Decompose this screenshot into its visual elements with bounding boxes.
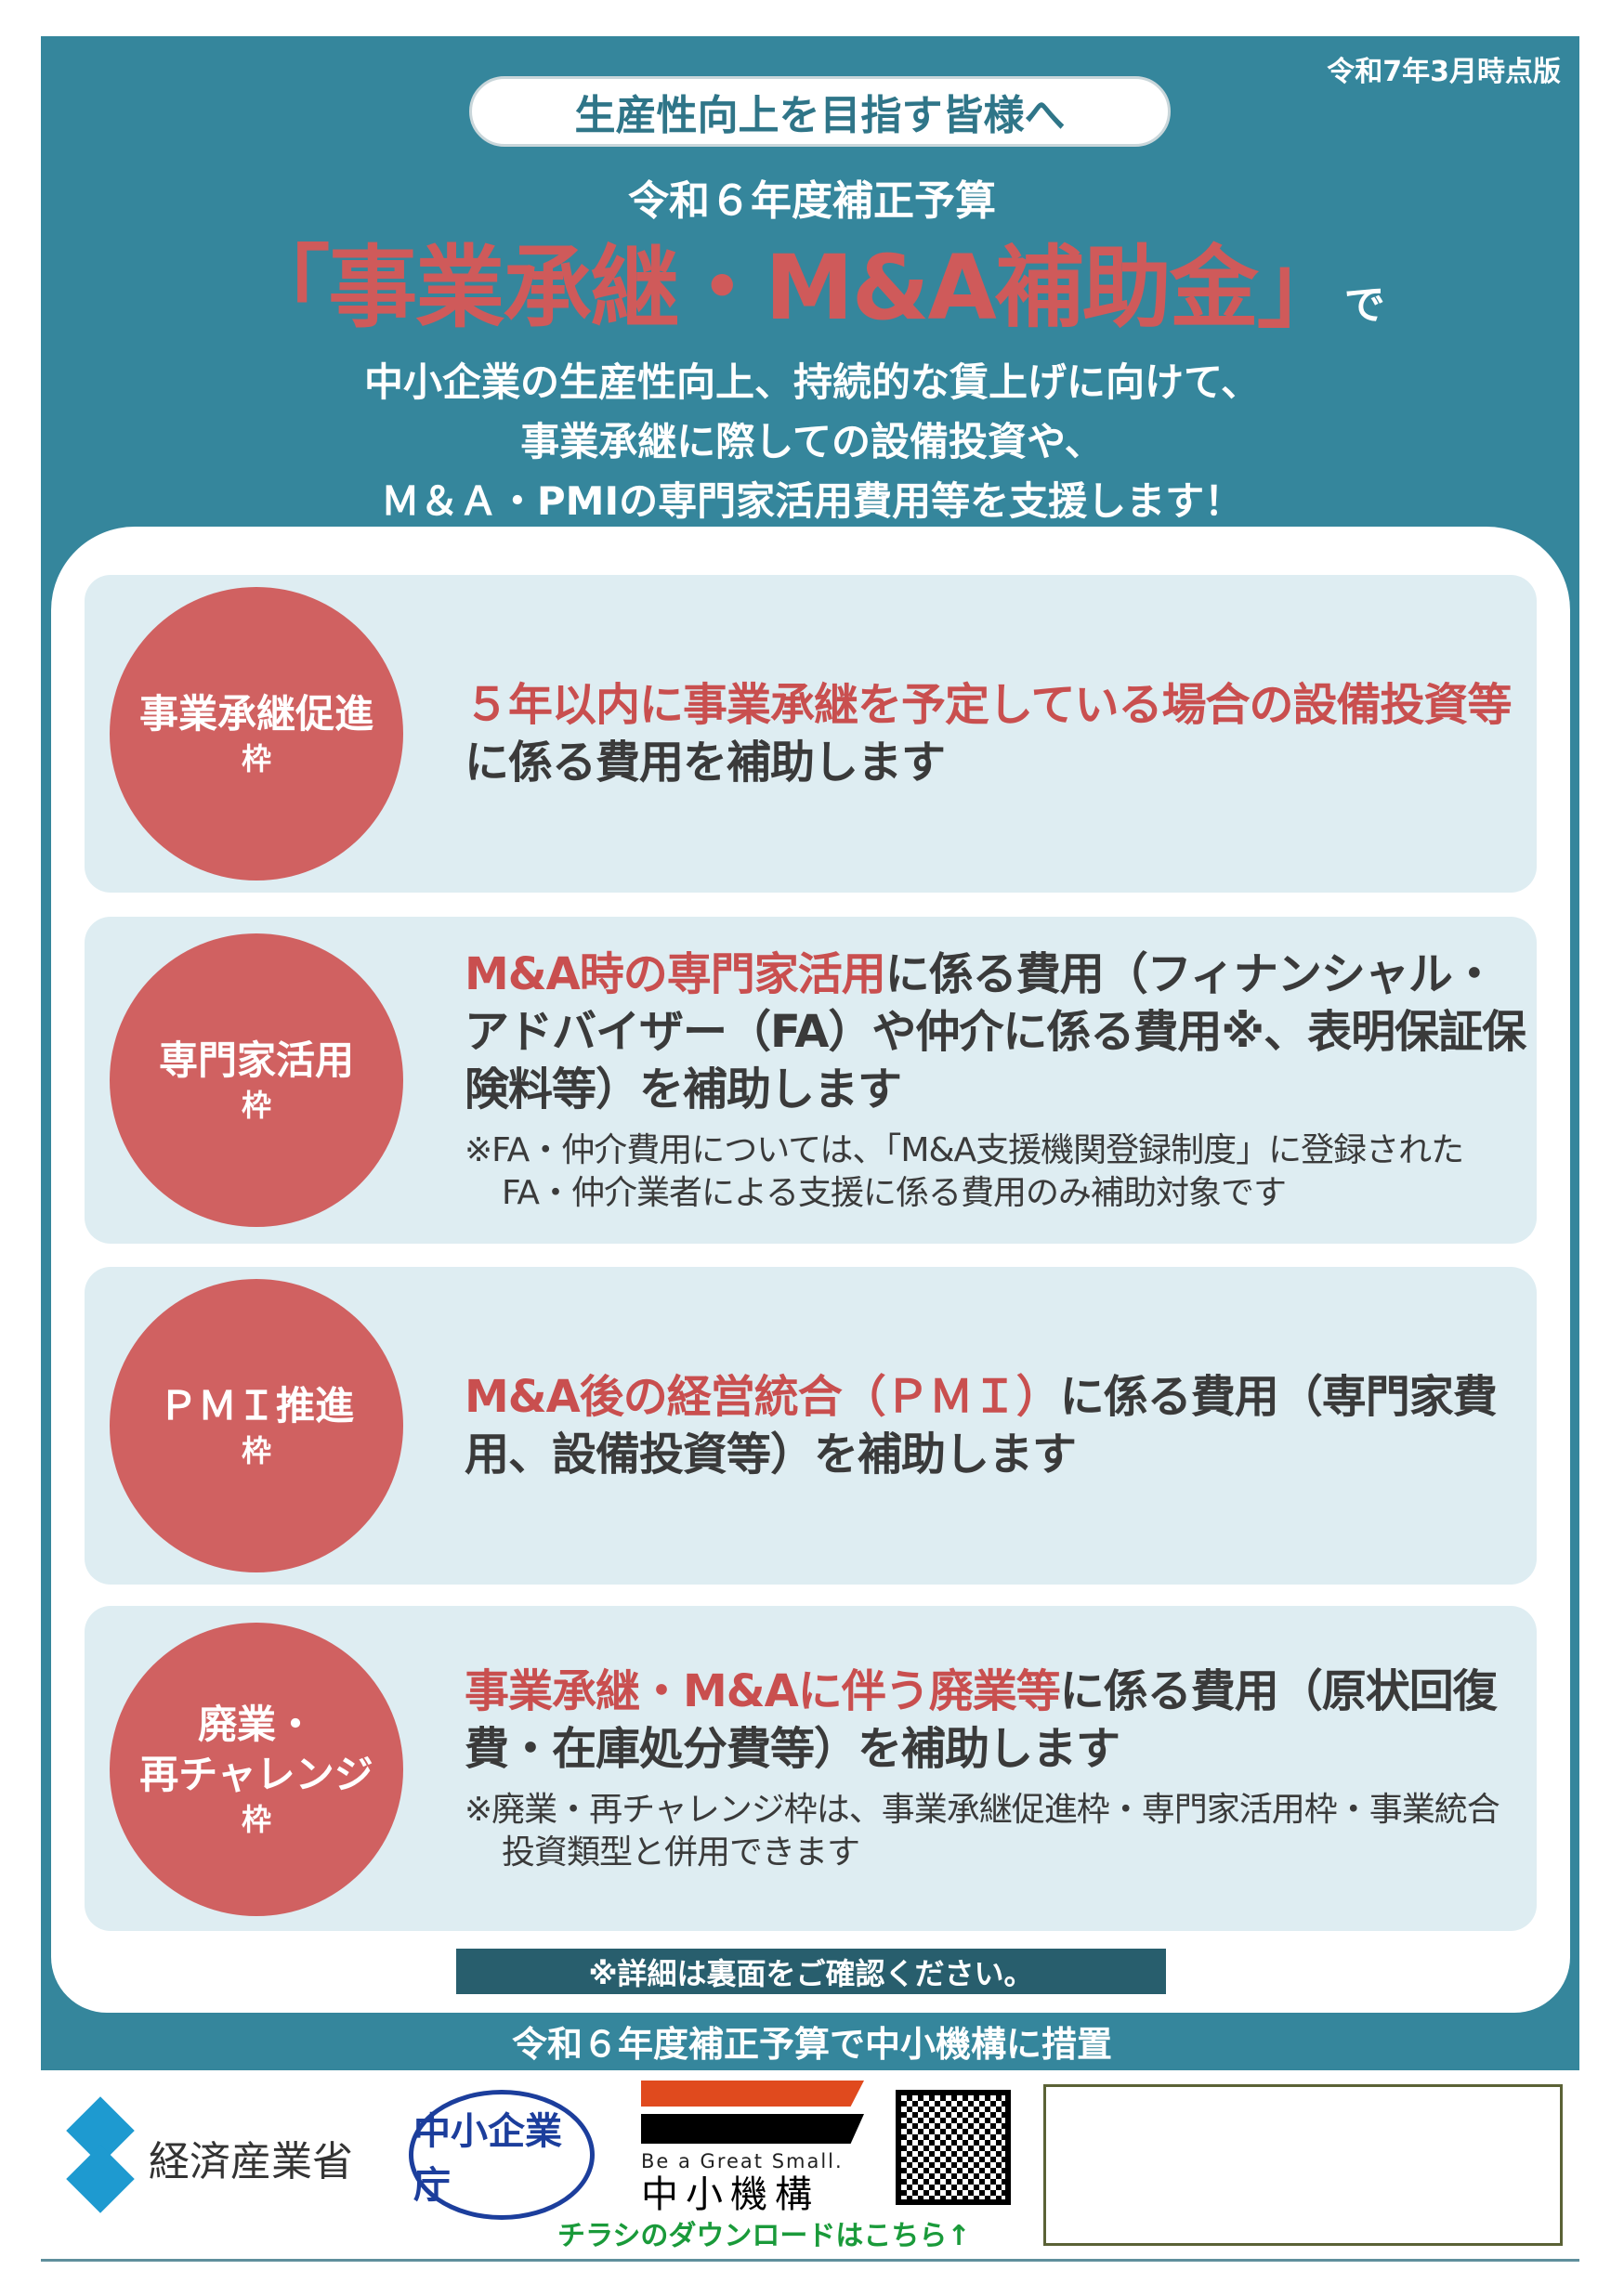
card-note: ※FA・仲介費用については、「M&A支援機関登録制度」に登録されたFA・仲介業者… [465, 1131, 1464, 1212]
card-description: 事業承継・M&Aに伴う廃業等に係る費用（原状回復費・在庫処分費等）を補助します [465, 1663, 1528, 1778]
meti-logo: 経済産業省 [63, 2096, 353, 2213]
smrj-slogan: Be a Great Small. [641, 2150, 844, 2172]
audience-pill: 生産性向上を目指す皆様へ [469, 76, 1171, 147]
edition-label: 令和7年3月時点版 [1327, 56, 1561, 88]
highlight-text: M&A後の経営統合（ＰＭＩ） [465, 1371, 1061, 1423]
card-note: ※廃業・再チャレンジ枠は、事業承継促進枠・専門家活用枠・事業統合投資類型と併用で… [465, 1791, 1500, 1872]
card-description: ５年以内に事業承継を予定している場合の設備投資等に係る費用を補助します [465, 676, 1528, 791]
badge-title: 事業承継促進 [138, 691, 373, 737]
lead-line: 事業承継に際しての設備投資や、 [520, 419, 1104, 464]
badge-pmi: ＰＭＩ推進枠 [110, 1279, 403, 1572]
badge-title: 専門家活用 [158, 1037, 354, 1083]
logo-row: 経済産業省 中小企業庁 Be a Great Small. 中小機構 チラシのダ… [56, 2081, 1031, 2257]
smrj-bar-icon [641, 2114, 864, 2144]
highlight-text: M&A時の専門家活用 [465, 948, 886, 1000]
download-link[interactable]: チラシのダウンロードはこちら↑ [557, 2220, 971, 2252]
contact-box [1043, 2084, 1563, 2246]
qr-code-icon[interactable] [896, 2090, 1011, 2205]
smrj-name: 中小機構 [641, 2173, 819, 2216]
lead-line: Ｍ＆Ａ・PMIの専門家活用費用等を支援します！ [380, 478, 1244, 524]
badge-title: 廃業・ [197, 1702, 315, 1747]
meti-mark-icon [63, 2096, 138, 2213]
badge-expert: 専門家活用枠 [110, 933, 403, 1227]
badge-title: ＰＭＩ推進 [158, 1383, 354, 1428]
main-title: 「事業承継・M&A補助金」で [0, 237, 1624, 357]
meti-name: 経済産業省 [149, 2138, 353, 2185]
card-description: M&A後の経営統合（ＰＭＩ）に係る費用（専門家費用、設備投資等）を補助します [465, 1368, 1528, 1483]
title-text: 「事業承継・M&A補助金」 [241, 236, 1346, 340]
lead-line: 中小企業の生産性向上、持続的な賃上げに向けて、 [364, 359, 1260, 405]
badge-suffix: 枠 [241, 1088, 271, 1123]
card-body: M&A後の経営統合（ＰＭＩ）に係る費用（専門家費用、設備投資等）を補助します [465, 1276, 1528, 1575]
card-body: 事業承継・M&Aに伴う廃業等に係る費用（原状回復費・在庫処分費等）を補助します … [465, 1611, 1528, 1925]
highlight-text: ５年以内に事業承継を予定している場合の設備投資等 [465, 679, 1513, 731]
badge-succession: 事業承継促進枠 [110, 587, 403, 881]
badge-suffix: 枠 [241, 1802, 271, 1837]
sme-agency-logo: 中小企業庁 [409, 2090, 595, 2220]
budget-label: 令和６年度補正予算 [628, 177, 996, 225]
body-text: に係る費用（フィナンシャル・アドバイザー（FA）や仲介に係る費用※、表明保証保険… [465, 948, 1526, 1115]
badge-closure: 廃業・再チャレンジ枠 [110, 1623, 403, 1916]
badge-suffix: 枠 [241, 741, 271, 776]
title-suffix: で [1343, 281, 1385, 329]
see-back-notice: ※詳細は裏面をご確認ください。 [456, 1949, 1166, 1994]
card-description: M&A時の専門家活用に係る費用（フィナンシャル・アドバイザー（FA）や仲介に係る… [465, 946, 1528, 1118]
body-text: に係る費用（専門家費用、設備投資等）を補助します [465, 1371, 1498, 1481]
badge-title: 再チャレンジ [139, 1752, 373, 1797]
smrj-logo: Be a Great Small. 中小機構 [641, 2081, 864, 2216]
body-text: に係る費用（原状回復費・在庫処分費等）を補助します [465, 1665, 1498, 1775]
bottom-divider [41, 2259, 1579, 2262]
footer-label: 令和６年度補正予算で中小機構に措置 [511, 2024, 1112, 2065]
card-body: ５年以内に事業承継を予定している場合の設備投資等に係る費用を補助します [465, 584, 1528, 883]
card-body: M&A時の専門家活用に係る費用（フィナンシャル・アドバイザー（FA）や仲介に係る… [465, 922, 1528, 1238]
badge-suffix: 枠 [241, 1433, 271, 1468]
lead-text: 中小企業の生産性向上、持続的な賃上げに向けて、 事業承継に際しての設備投資や、 … [0, 353, 1624, 531]
highlight-text: 事業承継・M&Aに伴う廃業等 [465, 1665, 1061, 1717]
smrj-bar-icon [641, 2081, 864, 2107]
body-text: に係る費用を補助します [465, 737, 946, 789]
